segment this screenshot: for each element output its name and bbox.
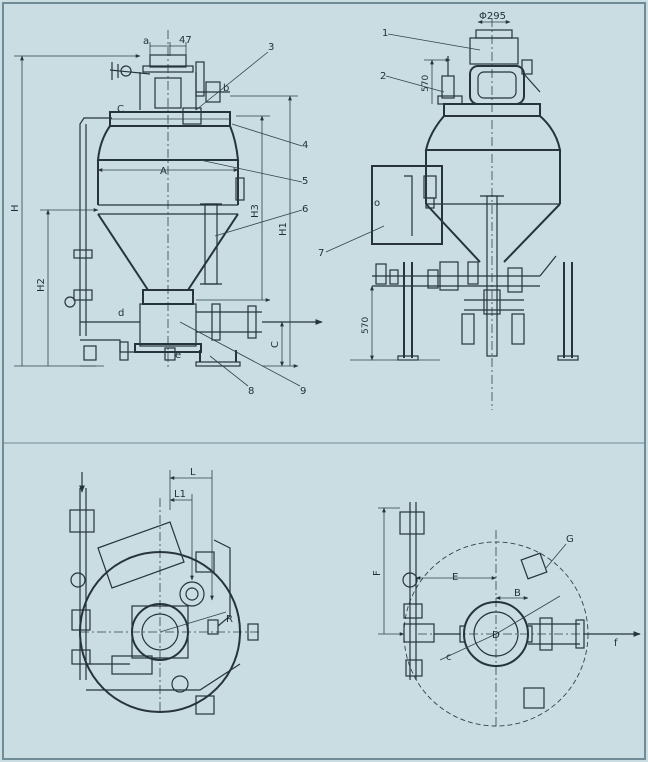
label-H: H bbox=[10, 204, 21, 212]
label-A: A bbox=[160, 166, 167, 177]
label-E: E bbox=[452, 572, 458, 583]
label-item-5: 5 bbox=[302, 176, 308, 187]
label-F: F bbox=[372, 570, 383, 576]
label-R: R bbox=[226, 614, 233, 625]
label-item-3: 3 bbox=[268, 42, 274, 53]
front-view bbox=[14, 30, 323, 387]
label-D: D bbox=[492, 630, 500, 641]
label-o: o bbox=[374, 198, 380, 209]
label-C-lower: C bbox=[270, 341, 281, 348]
label-e: e bbox=[175, 350, 181, 361]
label-phi295: Φ295 bbox=[479, 11, 506, 22]
label-a: a bbox=[143, 36, 149, 47]
label-L1: L1 bbox=[174, 489, 186, 500]
label-item-9: 9 bbox=[300, 386, 306, 397]
label-item-8: 8 bbox=[248, 386, 254, 397]
label-item-6: 6 bbox=[302, 204, 308, 215]
label-dim-570-top: 570 bbox=[421, 75, 431, 92]
label-H3: H3 bbox=[250, 204, 261, 218]
label-d: d bbox=[118, 308, 124, 319]
label-item-2: 2 bbox=[380, 71, 386, 82]
plan-view-left bbox=[69, 470, 260, 715]
label-H2: H2 bbox=[36, 278, 47, 292]
label-B: B bbox=[514, 588, 521, 599]
label-c: C bbox=[117, 104, 124, 115]
label-item-1: 1 bbox=[382, 28, 388, 39]
label-dim-47: 47 bbox=[179, 35, 192, 46]
label-L: L bbox=[190, 467, 196, 478]
label-dim-570-bottom: 570 bbox=[361, 317, 371, 334]
label-H1: H1 bbox=[278, 222, 289, 236]
label-b: b bbox=[223, 83, 229, 94]
label-G: G bbox=[566, 534, 574, 545]
plan-view-right bbox=[378, 502, 641, 727]
label-item-7: 7 bbox=[318, 248, 324, 259]
label-f: f bbox=[614, 638, 618, 649]
side-view bbox=[325, 18, 579, 410]
label-item-4: 4 bbox=[302, 140, 308, 151]
label-c-small: c bbox=[446, 652, 452, 663]
